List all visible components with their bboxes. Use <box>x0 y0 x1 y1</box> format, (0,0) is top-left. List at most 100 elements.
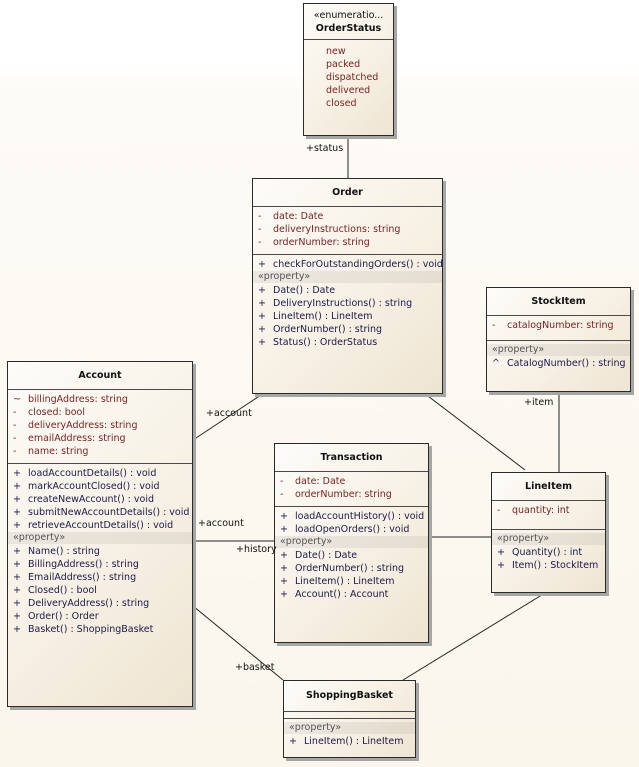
visibility-marker: + <box>13 494 21 505</box>
attribute-row: -date: Date <box>275 475 428 488</box>
property-text: Account() : Account <box>295 589 389 600</box>
property-row: + DeliveryAddress() : string <box>8 597 192 610</box>
class-stockitem[interactable]: StockItem -catalogNumber: string «proper… <box>486 287 631 392</box>
property-section: «property» ^CatalogNumber() : string <box>487 340 630 372</box>
literal-item: dispatched <box>326 72 379 83</box>
assoc-lineitem-basket[interactable] <box>402 592 546 681</box>
role-label-item: +item <box>524 397 554 408</box>
visibility-marker: + <box>497 560 505 571</box>
attribute-section: ~billingAddress: string -closed: bool -d… <box>8 389 192 463</box>
attribute-text: deliveryAddress: string <box>28 420 138 431</box>
operation-text: checkForOutstandingOrders() : void <box>273 259 443 270</box>
class-orderstatus[interactable]: «enumeratio... OrderStatus new packed di… <box>303 3 394 136</box>
attribute-text: billingAddress: string <box>28 394 128 405</box>
visibility-marker: - <box>13 446 17 457</box>
property-row: +LineItem() : LineItem <box>275 575 428 588</box>
class-order[interactable]: Order -date: Date -deliveryInstructions:… <box>252 178 443 394</box>
property-row: +Quantity() : int <box>492 546 605 559</box>
literal-item: new <box>326 46 346 57</box>
visibility-marker: + <box>280 524 288 535</box>
visibility-marker: - <box>280 476 284 487</box>
class-name: OrderStatus <box>315 23 382 34</box>
visibility-marker: + <box>289 736 297 747</box>
class-shoppingbasket[interactable]: ShoppingBasket «property» +LineItem() : … <box>283 680 416 758</box>
role-label-status: +status <box>306 143 344 154</box>
property-row: ^CatalogNumber() : string <box>487 357 630 370</box>
operation-row: + submitNewAccountDetails() : void <box>8 506 192 519</box>
attribute-text: orderNumber: string <box>295 489 392 500</box>
visibility-marker: + <box>258 285 266 296</box>
property-row: +Date() : Date <box>253 284 442 297</box>
property-text: BillingAddress() : string <box>28 559 139 570</box>
visibility-marker: + <box>13 546 21 557</box>
role-label-history: +history <box>236 544 277 555</box>
operation-text: retrieveAccountDetails() : void <box>28 520 174 531</box>
class-name: Order <box>332 187 363 198</box>
property-stereotype: «property» <box>253 271 442 283</box>
operation-text: submitNewAccountDetails() : void <box>28 507 190 518</box>
operation-section: + loadAccountDetails() : void + markAccoun… <box>8 463 192 638</box>
attribute-row: -catalogNumber: string <box>487 319 630 332</box>
attribute-row: -deliveryAddress: string <box>8 419 192 432</box>
attribute-text: date: Date <box>273 211 324 222</box>
visibility-marker: + <box>258 337 266 348</box>
class-name: Transaction <box>320 452 383 463</box>
class-name: LineItem <box>525 481 572 492</box>
property-text: DeliveryInstructions() : string <box>273 298 413 309</box>
assoc-order-account[interactable] <box>192 392 265 441</box>
attribute-text: quantity: int <box>512 505 570 516</box>
property-section: «property» +Quantity() : int +Item() : S… <box>492 529 605 574</box>
class-account[interactable]: Account ~billingAddress: string -closed:… <box>7 361 193 707</box>
operation-row: +checkForOutstandingOrders() : void <box>253 258 443 271</box>
attribute-text: name: string <box>28 446 89 457</box>
property-row: + LineItem() : LineItem <box>284 735 415 748</box>
visibility-marker: - <box>13 420 17 431</box>
operation-row: +createNewAccount() : void <box>8 493 192 506</box>
attribute-row: -closed: bool <box>8 406 192 419</box>
visibility-marker: - <box>497 505 501 516</box>
literal-item: packed <box>326 59 361 70</box>
assoc-order-lineitem[interactable] <box>423 392 526 471</box>
property-stereotype: «property» <box>492 533 605 545</box>
visibility-marker: + <box>13 507 21 518</box>
operation-row: +loadAccountHistory() : void <box>275 510 428 523</box>
operation-text: loadOpenOrders() : void <box>295 524 410 535</box>
operation-section: +checkForOutstandingOrders() : void «pro… <box>253 254 443 351</box>
attribute-text: catalogNumber: string <box>507 320 614 331</box>
attribute-row: -quantity: int <box>492 504 605 517</box>
property-text: DeliveryAddress() : string <box>28 598 150 609</box>
visibility-marker: - <box>13 433 17 444</box>
attribute-text: orderNumber: string <box>273 237 370 248</box>
property-row: +Status() : OrderStatus <box>253 336 442 349</box>
property-row: + Order() : Order <box>8 610 192 623</box>
visibility-marker: + <box>13 624 21 635</box>
attribute-row: -orderNumber: string <box>253 236 442 249</box>
property-text: OrderNumber() : string <box>273 324 383 335</box>
property-row: +Account() : Account <box>275 588 428 601</box>
visibility-marker: + <box>13 598 21 609</box>
visibility-marker: + <box>13 611 21 622</box>
attribute-text: deliveryInstructions: string <box>273 224 401 235</box>
property-text: LineItem() : LineItem <box>295 576 395 587</box>
class-header: «enumeratio... OrderStatus <box>304 4 393 39</box>
operation-section: +loadAccountHistory() : void + loadOpenOr… <box>275 506 428 603</box>
property-text: LineItem() : LineItem <box>304 736 404 747</box>
literal-section: new packed dispatched delivered closed <box>304 39 393 112</box>
operation-text: loadAccountDetails() : void <box>28 468 157 479</box>
attribute-row: -deliveryInstructions: string <box>253 223 442 236</box>
visibility-marker: - <box>258 211 262 222</box>
property-row: +OrderNumber() : string <box>253 323 442 336</box>
operation-text: markAccountClosed() : void <box>28 481 160 492</box>
assoc-account-basket[interactable] <box>192 605 284 681</box>
visibility-marker: - <box>258 224 262 235</box>
class-transaction[interactable]: Transaction -date: Date -orderNumber: st… <box>274 443 429 643</box>
property-text: Order() : Order <box>28 611 99 622</box>
property-text: Closed() : bool <box>28 585 97 596</box>
attribute-text: closed: bool <box>28 407 86 418</box>
property-text: Date() : Date <box>295 550 358 561</box>
property-row: +Item() : StockItem <box>492 559 605 572</box>
role-label-basket: +basket <box>235 662 275 673</box>
property-stereotype: «property» <box>8 532 192 544</box>
class-lineitem[interactable]: LineItem -quantity: int «property» +Quan… <box>491 472 606 593</box>
visibility-marker: ^ <box>492 358 500 369</box>
